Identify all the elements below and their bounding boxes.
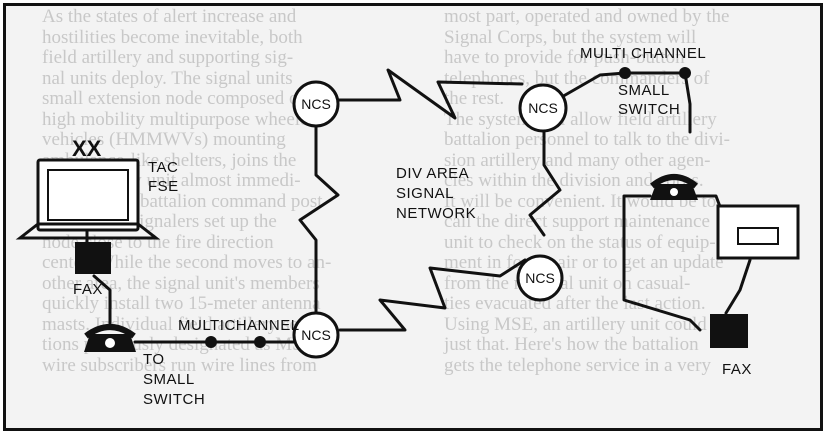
switch-dot bbox=[679, 67, 691, 79]
tacfse-terminal-icon: XX bbox=[15, 136, 161, 240]
svg-text:NCS: NCS bbox=[528, 100, 558, 116]
background-text-line: small extension node composed of two bbox=[42, 88, 339, 109]
switch-dot bbox=[619, 67, 631, 79]
svg-text:NCS: NCS bbox=[301, 96, 331, 112]
background-text-line: most part, operated and owned by the bbox=[444, 6, 730, 27]
ncs-node: NCS bbox=[516, 254, 564, 302]
network-label-line-1: DIV AREA bbox=[396, 165, 469, 182]
right-station-lower-line bbox=[724, 258, 752, 315]
background-text-line: from the medical unit on casual- bbox=[444, 272, 691, 294]
telephone-left-icon bbox=[84, 324, 136, 352]
multichannel-bottom-label: MULTICHANNEL bbox=[178, 317, 300, 334]
link-ncs-top-right-to-bottom-right bbox=[528, 130, 562, 237]
background-text-line: call the direct support maintenance bbox=[444, 211, 710, 232]
fax-left-icon bbox=[75, 242, 111, 274]
tacfse-label-line-1: TAC bbox=[148, 159, 178, 176]
ncs-node: NCS bbox=[292, 311, 340, 359]
svg-text:XX: XX bbox=[72, 136, 102, 161]
background-text-line: field artillery and supporting sig- bbox=[42, 47, 294, 68]
multichannel-top-label: MULTI CHANNEL bbox=[580, 45, 706, 62]
multichannel-top-line bbox=[558, 71, 692, 134]
background-text-line: wire subscribers run wire lines from bbox=[42, 354, 317, 376]
telephone-right-icon bbox=[650, 174, 698, 200]
network-label-line-2: SIGNAL bbox=[396, 185, 454, 202]
background-text-line: sion artillery and many other agen- bbox=[444, 149, 711, 171]
switch-equipment-icon bbox=[716, 204, 800, 260]
background-text-line: unit to check on the status of equip- bbox=[444, 231, 716, 253]
background-text-line: battalion personnel to talk to the divi- bbox=[444, 129, 730, 150]
switch-dot bbox=[205, 336, 217, 348]
ncs-node: NCS bbox=[518, 83, 568, 133]
background-text-line: Signal Corps, but the system will bbox=[444, 26, 697, 48]
background-text-line: cies within the division and corps. bbox=[444, 170, 704, 191]
background-text-line: center. While the second moves to an- bbox=[42, 252, 332, 273]
tacfse-label-line-2: FSE bbox=[148, 178, 179, 195]
background-text-line: Using MSE, an artillery unit could do bbox=[444, 313, 731, 335]
background-text-line: As the states of alert increase and bbox=[42, 6, 297, 27]
background-text-line: quickly install two 15-meter antenna bbox=[42, 293, 321, 314]
link-ncs-bottom-left-to-bottom-right bbox=[338, 258, 527, 332]
to-small-switch-line-3: SWITCH bbox=[143, 391, 205, 408]
background-text-line: gets the telephone service in a very bbox=[444, 354, 711, 376]
small-switch-label-line-2: SWITCH bbox=[618, 101, 680, 118]
switch-dot bbox=[254, 336, 266, 348]
fax-left-label: FAX bbox=[73, 281, 103, 298]
phone-left-to-fax-line bbox=[92, 274, 112, 325]
background-text-line: hostilities become inevitable, both bbox=[42, 26, 303, 48]
background-text-line: vehicles (HMMWVs) mounting bbox=[42, 129, 286, 150]
background-text-line: just that. Here's how the battalion bbox=[444, 334, 699, 355]
svg-text:NCS: NCS bbox=[525, 270, 555, 286]
switch-to-fax-right-line bbox=[622, 194, 702, 332]
background-text-line: the rest. bbox=[444, 88, 505, 109]
background-text-line: nal units deploy. The signal units bbox=[42, 67, 293, 89]
background-text-line: high mobility multipurpose wheeled bbox=[42, 108, 318, 130]
ncs-node: NCS bbox=[292, 80, 340, 128]
background-text-line: other area, the signal unit's members bbox=[42, 272, 320, 294]
fax-right-icon bbox=[710, 314, 748, 348]
network-label-line-3: NETWORK bbox=[396, 205, 476, 222]
link-ncs-top-left-to-top-right bbox=[336, 68, 524, 120]
background-text-line: The system will allow field artillery bbox=[444, 108, 717, 130]
link-ncs-top-left-to-bottom-left bbox=[298, 123, 340, 320]
to-small-switch-line-2: SMALL bbox=[143, 371, 195, 388]
fax-right-label: FAX bbox=[722, 361, 752, 378]
background-text-line: ties evacuated after the last action. bbox=[444, 293, 706, 314]
background-text-line: have to provide for push-button bbox=[444, 47, 685, 68]
to-small-switch-line-1: TO bbox=[143, 351, 165, 368]
svg-text:NCS: NCS bbox=[301, 327, 331, 343]
small-switch-label-line-1: SMALL bbox=[618, 82, 670, 99]
